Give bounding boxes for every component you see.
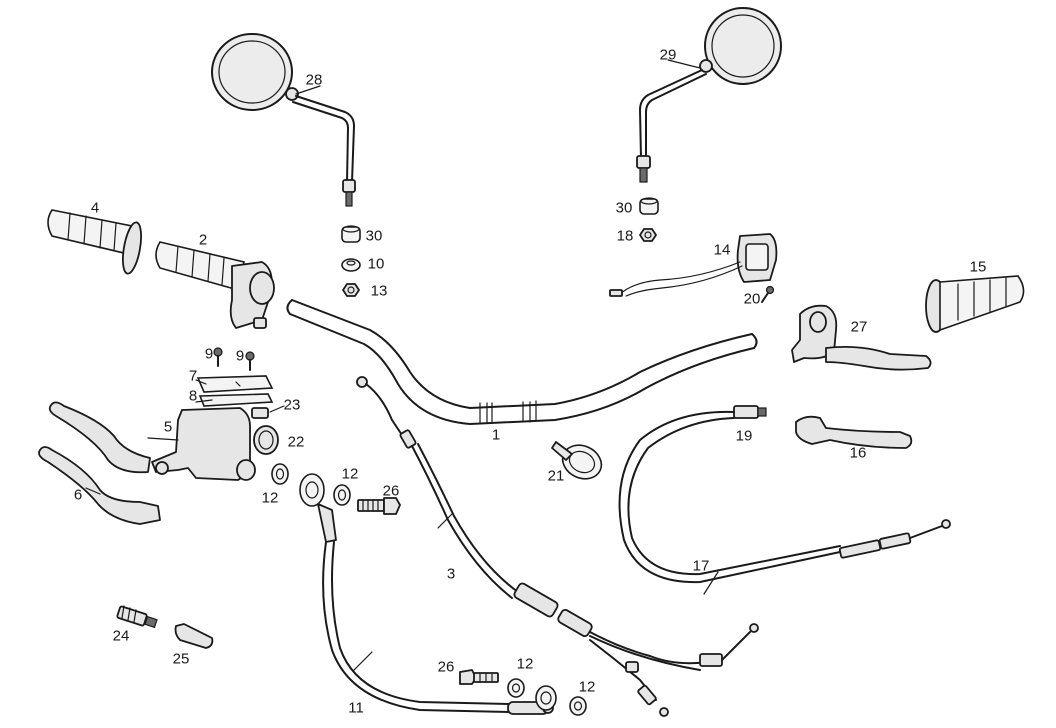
- switch-assembly: [609, 233, 778, 303]
- brake-lever-upper: [48, 401, 151, 474]
- callout-22: 22: [287, 433, 305, 451]
- callout-4: 4: [90, 199, 100, 217]
- throttle-grip: [155, 241, 275, 329]
- callout-21: 21: [547, 467, 565, 485]
- callout-6: 6: [73, 486, 83, 504]
- callout-15: 15: [969, 258, 987, 276]
- callout-7: 7: [188, 367, 198, 385]
- callout-16: 16: [849, 444, 867, 462]
- callout-14: 14: [713, 241, 731, 259]
- left-grip: [47, 209, 142, 275]
- stop-switch: [116, 605, 158, 629]
- cable-strap: [551, 441, 603, 480]
- brake-master-cylinder: [151, 347, 279, 481]
- callout-8: 8: [188, 387, 198, 405]
- callout-11: 11: [348, 699, 364, 717]
- callout-28: 28: [305, 71, 323, 89]
- clutch-lever-assembly: [791, 304, 932, 371]
- handlebar: [286, 299, 758, 425]
- callout-2: 2: [198, 231, 208, 249]
- callout-26-a: 26: [382, 482, 400, 500]
- callout-17: 17: [692, 557, 710, 575]
- callout-9-right: 9: [235, 347, 245, 365]
- callout-5: 5: [163, 418, 173, 436]
- banjo-bolt-upper: [357, 497, 401, 515]
- callout-26-b: 26: [437, 658, 455, 676]
- lever-16: [795, 415, 913, 449]
- callout-9-left: 9: [204, 345, 214, 363]
- callout-12-a: 12: [261, 489, 279, 507]
- callout-25: 25: [172, 650, 190, 668]
- right-mirror-hardware: [639, 197, 659, 242]
- throttle-cable: [356, 376, 759, 717]
- callout-24: 24: [112, 627, 130, 645]
- brake-lever-6: [38, 446, 161, 525]
- callout-30-b: 30: [615, 199, 633, 217]
- brake-hose: [299, 473, 554, 715]
- callout-29: 29: [659, 46, 677, 64]
- connector-boot: [174, 623, 214, 649]
- callout-27: 27: [850, 318, 868, 336]
- left-mirror: [211, 33, 356, 207]
- callout-19: 19: [735, 427, 753, 445]
- callout-12-b: 12: [341, 465, 359, 483]
- callout-3: 3: [446, 565, 456, 583]
- callout-12-c: 12: [516, 655, 534, 673]
- left-mirror-hardware: [341, 225, 361, 297]
- right-mirror: [636, 7, 782, 183]
- leader-lines: [85, 59, 701, 495]
- callout-13: 13: [370, 282, 388, 300]
- callout-18: 18: [616, 227, 634, 245]
- callout-1: 1: [491, 426, 501, 444]
- callout-12-d: 12: [578, 678, 596, 696]
- washers-left: [271, 463, 351, 506]
- callout-10: 10: [367, 255, 385, 273]
- callout-20: 20: [743, 290, 761, 308]
- callout-23: 23: [283, 396, 301, 414]
- right-grip: [925, 275, 1025, 333]
- callout-30-a: 30: [365, 227, 383, 245]
- clutch-cable: [618, 405, 951, 595]
- lower-hardware: [459, 669, 587, 716]
